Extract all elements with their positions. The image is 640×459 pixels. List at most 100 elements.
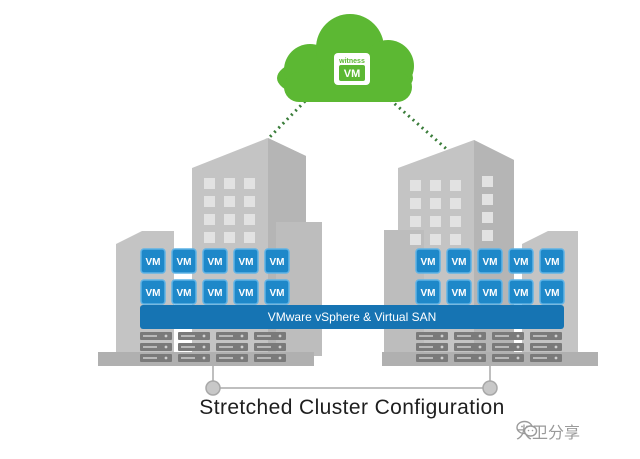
site-connection — [205, 366, 498, 396]
wechat-icon — [516, 420, 538, 437]
building-window — [482, 212, 493, 223]
vm-tile: VM — [264, 248, 290, 274]
vm-tile: VM — [171, 279, 197, 305]
vm-tile: VM — [508, 279, 534, 305]
building-window — [430, 198, 441, 209]
server-unit — [416, 343, 448, 351]
server-racks — [140, 332, 562, 362]
building-window — [430, 180, 441, 191]
vm-tile-label: VM — [545, 288, 560, 299]
vm-tile-label: VM — [239, 288, 254, 299]
server-unit — [416, 332, 448, 340]
vm-tile: VM — [233, 248, 259, 274]
building-window — [204, 214, 215, 225]
vm-tile: VM — [446, 248, 472, 274]
vm-tile-label: VM — [239, 257, 254, 268]
server-unit — [454, 343, 486, 351]
vm-tile: VM — [202, 248, 228, 274]
server-unit — [140, 332, 172, 340]
server-unit — [254, 332, 286, 340]
building-window — [482, 230, 493, 241]
building-window — [410, 180, 421, 191]
server-unit — [454, 354, 486, 362]
vm-tile-label: VM — [270, 288, 285, 299]
vm-tile: VM — [446, 279, 472, 305]
vm-tile-label: VM — [177, 257, 192, 268]
vm-tile-label: VM — [208, 257, 223, 268]
server-unit — [454, 332, 486, 340]
building-window — [204, 232, 215, 243]
server-unit — [530, 332, 562, 340]
building-window — [410, 216, 421, 227]
diagram-caption: Stretched Cluster Configuration — [199, 396, 505, 419]
server-unit — [178, 332, 210, 340]
vm-tile-label: VM — [514, 257, 529, 268]
building-window — [244, 232, 255, 243]
building-window — [204, 178, 215, 189]
building-windows — [204, 176, 493, 245]
vm-tile-label: VM — [452, 257, 467, 268]
server-unit — [530, 343, 562, 351]
vm-tile-label: VM — [146, 288, 161, 299]
server-unit — [492, 332, 524, 340]
server-unit — [140, 343, 172, 351]
vm-tile: VM — [539, 279, 565, 305]
witness-label: witness — [338, 58, 365, 65]
vm-tile: VM — [477, 248, 503, 274]
vm-tile-label: VM — [270, 257, 285, 268]
right-site-node — [482, 380, 498, 396]
building-window — [204, 196, 215, 207]
vm-tile-label: VM — [146, 257, 161, 268]
building-window — [450, 198, 461, 209]
building-window — [450, 234, 461, 245]
server-unit — [530, 354, 562, 362]
vm-tile: VM — [140, 248, 166, 274]
vm-tile: VM — [539, 248, 565, 274]
building-window — [410, 198, 421, 209]
building-window — [244, 214, 255, 225]
building-window — [482, 194, 493, 205]
witness-vm-box: witness VM — [334, 53, 370, 85]
building-window — [430, 216, 441, 227]
server-unit — [216, 343, 248, 351]
building-window — [430, 234, 441, 245]
building-window — [224, 178, 235, 189]
vm-tile-label: VM — [483, 288, 498, 299]
left-site-node — [205, 380, 221, 396]
vm-tile: VM — [415, 279, 441, 305]
vm-tile: VM — [477, 279, 503, 305]
server-unit — [178, 343, 210, 351]
building-window — [450, 216, 461, 227]
vm-tile-label: VM — [177, 288, 192, 299]
server-unit — [254, 354, 286, 362]
vm-tile-label: VM — [452, 288, 467, 299]
server-unit — [178, 354, 210, 362]
building-window — [244, 196, 255, 207]
watermark: 大卫分享 — [516, 420, 580, 442]
server-unit — [140, 354, 172, 362]
vm-tile-label: VM — [421, 288, 436, 299]
vsphere-vsan-band: VMware vSphere & Virtual SAN — [140, 305, 564, 329]
server-unit — [492, 354, 524, 362]
vsphere-vsan-label: VMware vSphere & Virtual SAN — [268, 310, 437, 324]
vm-tile: VM — [508, 248, 534, 274]
server-unit — [216, 354, 248, 362]
server-unit — [254, 343, 286, 351]
building-window — [410, 234, 421, 245]
building-window — [224, 196, 235, 207]
server-unit — [416, 354, 448, 362]
vm-tile: VM — [415, 248, 441, 274]
building-window — [450, 180, 461, 191]
vm-tile: VM — [264, 279, 290, 305]
building-window — [482, 176, 493, 187]
witness-vm-label: VM — [344, 68, 361, 80]
vm-tile-label: VM — [483, 257, 498, 268]
vm-tile: VM — [171, 248, 197, 274]
building-window — [224, 232, 235, 243]
server-unit — [216, 332, 248, 340]
vm-tile: VM — [140, 279, 166, 305]
vm-tile-label: VM — [545, 257, 560, 268]
